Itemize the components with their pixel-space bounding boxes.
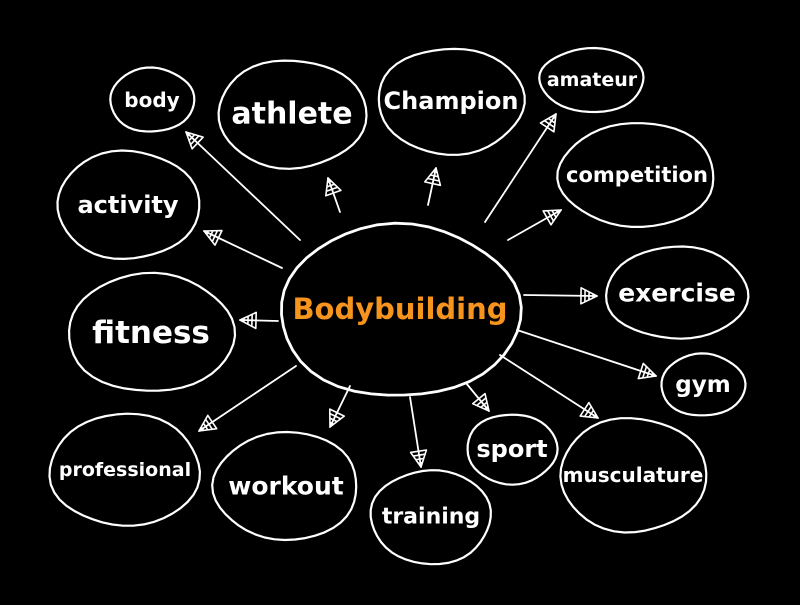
node-musculature: musculature xyxy=(559,417,708,534)
node-label-gym: gym xyxy=(675,372,730,398)
node-ellipse-competition xyxy=(556,122,715,228)
node-gym: gym xyxy=(660,352,747,417)
center-label: Bodybuilding xyxy=(292,292,507,326)
connector-athlete xyxy=(327,177,341,213)
node-label-professional: professional xyxy=(59,459,191,481)
node-champion: Champion xyxy=(377,47,526,156)
center-node: Bodybuilding xyxy=(280,221,523,397)
node-workout: workout xyxy=(211,430,358,542)
arrowhead-gym xyxy=(637,362,657,380)
arrowhead-body xyxy=(185,131,204,150)
connector-musculature xyxy=(499,354,599,419)
node-label-training: training xyxy=(382,505,480,530)
node-body: body xyxy=(109,66,196,133)
connector-activity xyxy=(203,230,283,269)
node-label-musculature: musculature xyxy=(563,463,704,487)
node-amateur: amateur xyxy=(538,46,645,114)
node-label-amateur: amateur xyxy=(547,69,638,91)
node-athlete: athlete xyxy=(217,59,368,170)
connector-body xyxy=(185,131,301,241)
connector-exercise xyxy=(523,294,598,297)
arrowhead-competition xyxy=(542,209,562,226)
node-ellipse-body xyxy=(109,66,196,133)
node-label-exercise: exercise xyxy=(618,279,736,308)
node-label-champion: Champion xyxy=(384,87,519,115)
node-ellipse-musculature xyxy=(559,417,708,534)
node-competition: competition xyxy=(556,122,715,228)
node-label-sport: sport xyxy=(476,435,547,463)
node-training: training xyxy=(369,469,492,566)
arrowhead-activity xyxy=(203,229,223,246)
arrowhead-amateur xyxy=(539,113,557,133)
arrowhead-athlete xyxy=(325,177,342,197)
arrowhead-champion xyxy=(424,167,442,187)
node-ellipse-champion xyxy=(377,47,526,156)
node-sport: sport xyxy=(466,413,559,486)
center-ellipse xyxy=(280,221,523,397)
connector-gym xyxy=(516,329,657,377)
node-label-body: body xyxy=(124,88,179,112)
node-label-athlete: athlete xyxy=(231,97,352,132)
node-ellipse-fitness xyxy=(68,271,237,392)
node-fitness: fitness xyxy=(68,271,237,392)
node-ellipse-activity xyxy=(56,149,201,260)
connector-sport xyxy=(465,382,490,412)
node-exercise: exercise xyxy=(605,245,750,340)
arrowhead-professional xyxy=(198,414,218,432)
connector-champion xyxy=(427,167,437,206)
connector-workout xyxy=(329,385,351,428)
node-ellipse-athlete xyxy=(217,59,368,170)
arrowhead-workout xyxy=(329,408,345,428)
node-ellipse-exercise xyxy=(605,245,750,340)
node-ellipse-training xyxy=(369,469,492,566)
connector-fitness xyxy=(239,319,279,322)
arrowhead-exercise xyxy=(580,287,598,305)
arrowhead-training xyxy=(409,449,428,468)
node-ellipse-workout xyxy=(211,430,358,542)
node-label-competition: competition xyxy=(566,163,708,187)
arrowhead-musculature xyxy=(579,401,599,419)
connector-competition xyxy=(507,209,562,241)
arrowhead-sport xyxy=(471,392,490,412)
connector-amateur xyxy=(484,113,557,223)
node-ellipse-professional xyxy=(48,412,201,527)
node-ellipse-amateur xyxy=(538,46,645,114)
node-label-fitness: fitness xyxy=(92,315,210,351)
node-label-workout: workout xyxy=(228,472,344,501)
arrowhead-fitness xyxy=(239,311,257,330)
node-layer: body athlete Champion amateur competition exe… xyxy=(48,46,750,566)
node-activity: activity xyxy=(56,149,201,260)
node-ellipse-gym xyxy=(660,352,747,417)
connector-professional xyxy=(198,365,297,432)
connector-layer xyxy=(185,113,657,468)
node-ellipse-sport xyxy=(466,413,559,486)
node-label-activity: activity xyxy=(77,191,178,219)
node-professional: professional xyxy=(48,412,201,527)
